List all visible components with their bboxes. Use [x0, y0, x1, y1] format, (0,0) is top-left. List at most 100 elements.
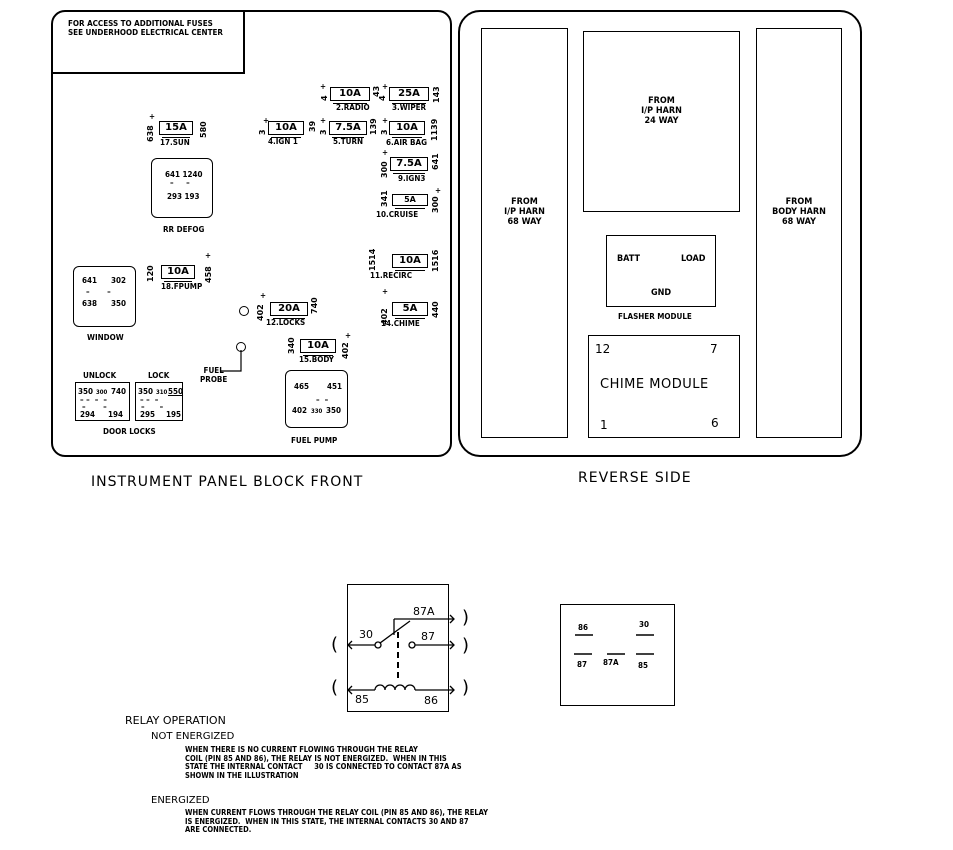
relay-pin: 350 [78, 387, 94, 396]
relay-pin: 740 [111, 387, 127, 396]
pin-label: 638 [146, 125, 155, 142]
pin-label: 341 [380, 190, 389, 207]
relay-pin: 295 [140, 410, 156, 419]
lock-label: LOCK [148, 371, 170, 380]
rr-defog-relay [151, 158, 213, 218]
schematic-pin-87a: 87A [413, 605, 435, 618]
instrument-panel-front [51, 10, 452, 457]
relay-pin: 194 [108, 410, 124, 419]
plus-sign: + [320, 116, 327, 125]
plus-sign: + [382, 287, 389, 296]
pin-dash: – – [316, 395, 329, 404]
pin-dash: – – – – [80, 395, 107, 404]
pin-label: 3 [380, 129, 389, 135]
fuse-5a-chime: 5A [392, 302, 428, 319]
relay-pins-top: 641 1240 [165, 170, 203, 179]
pinout-87a: 87A [603, 658, 619, 667]
plus-sign: + [263, 116, 270, 125]
fuse-name: 9.IGN3 [398, 174, 426, 183]
pin-label: 39 [308, 120, 317, 132]
pin-dash: – – [170, 178, 190, 187]
fuse-10a-recirc: 10A [392, 254, 428, 271]
chime-pin-6: 6 [711, 416, 719, 430]
relay-pinout-box [560, 604, 675, 706]
relay-pin: 550 [168, 387, 184, 396]
pinout-87: 87 [577, 660, 588, 669]
relay-pin: 402 [292, 406, 308, 415]
fuse-name: 2.RADIO [336, 103, 370, 112]
chime-pin-1: 1 [600, 418, 608, 432]
fuse-5a-cruise: 5A [392, 194, 428, 209]
pin-label: 641 [431, 153, 440, 170]
relay-pin: 350 [326, 406, 342, 415]
flasher-module-label: FLASHER MODULE [618, 312, 692, 321]
pin-label: 120 [146, 265, 155, 282]
lock-relay [135, 382, 183, 421]
fuse-name: 4.IGN 1 [268, 137, 298, 146]
door-locks-label: DOOR LOCKS [103, 427, 156, 436]
fuse-15a-sun: 15A [159, 121, 193, 138]
schematic-pin-30: 30 [359, 628, 373, 641]
fuse-name: 17.SUN [160, 138, 190, 147]
pin-dash: – – [82, 402, 107, 411]
relay-pins-bottom: 293 193 [167, 192, 200, 201]
relay-pin: 310 [156, 389, 168, 396]
note-box [51, 10, 245, 74]
window-relay [73, 266, 136, 327]
pin-label: 402 [341, 342, 350, 359]
pin-label: 1514 [368, 248, 377, 271]
rr-defog-label: RR DEFOG [163, 225, 205, 234]
pin-label: 3 [258, 129, 267, 135]
relay-pin: 451 [327, 382, 343, 391]
plus-sign: + [382, 148, 389, 157]
relay-pin: 195 [166, 410, 182, 419]
relay-pin: 465 [294, 382, 310, 391]
relay-pin: 638 [82, 299, 98, 308]
pinout-85: 85 [638, 661, 649, 670]
schematic-pin-86: 86 [424, 694, 438, 707]
unlock-label: UNLOCK [83, 371, 117, 380]
relay-schematic-lines [347, 614, 455, 695]
plus-sign: + [382, 82, 389, 91]
fuse-10a-radio: 10A [330, 87, 370, 104]
reverse-side-panel [458, 10, 862, 457]
flasher-load: LOAD [681, 254, 706, 264]
not-energized-heading: NOT ENERGIZED [151, 731, 235, 742]
body-harn-68-connector [756, 28, 842, 438]
front-caption: INSTRUMENT PANEL BLOCK FRONT [91, 474, 364, 490]
plus-sign: + [382, 116, 389, 125]
pin-label: 458 [204, 266, 213, 283]
connector-circle [239, 306, 249, 316]
fuel-probe-label: FUEL PROBE [200, 366, 228, 384]
pin-label: 3 [319, 129, 328, 135]
fuel-pump-relay [285, 370, 348, 428]
plus-sign: + [205, 251, 212, 260]
fuse-name: 5.TURN [333, 137, 364, 146]
pin-label: 143 [432, 86, 441, 103]
paren-left: ( [331, 634, 339, 655]
flasher-gnd: GND [651, 288, 672, 298]
schematic-pin-85: 85 [355, 693, 369, 706]
fuse-7-5a-ign3: 7.5A [390, 157, 428, 174]
fuse-name: 14.CHIME [381, 319, 420, 328]
pin-label: 740 [310, 297, 319, 314]
plus-sign: + [260, 291, 267, 300]
fuse-10a-ign1: 10A [268, 121, 304, 138]
underhood-note: FOR ACCESS TO ADDITIONAL FUSES SEE UNDER… [68, 19, 223, 37]
fuse-7-5a-turn: 7.5A [329, 121, 367, 138]
pin-label: 1139 [430, 118, 439, 141]
relay-operation-title: RELAY OPERATION [125, 714, 226, 727]
fuse-10a-airbag: 10A [389, 121, 425, 138]
pin-label: 580 [199, 121, 208, 138]
fuse-name: 6.AIR BAG [386, 138, 427, 147]
relay-pin: 641 [82, 276, 98, 285]
flasher-batt: BATT [617, 254, 640, 264]
fuse-name: 3.WIPER [392, 103, 427, 112]
chime-pin-7: 7 [710, 342, 718, 356]
fuse-name: 12.LOCKS [266, 318, 306, 327]
relay-pin: 302 [111, 276, 127, 285]
fuse-name: 18.FPUMP [161, 282, 203, 291]
fuse-25a-wiper: 25A [389, 87, 429, 104]
relay-pin: 300 [96, 389, 108, 396]
chime-module [588, 335, 740, 438]
